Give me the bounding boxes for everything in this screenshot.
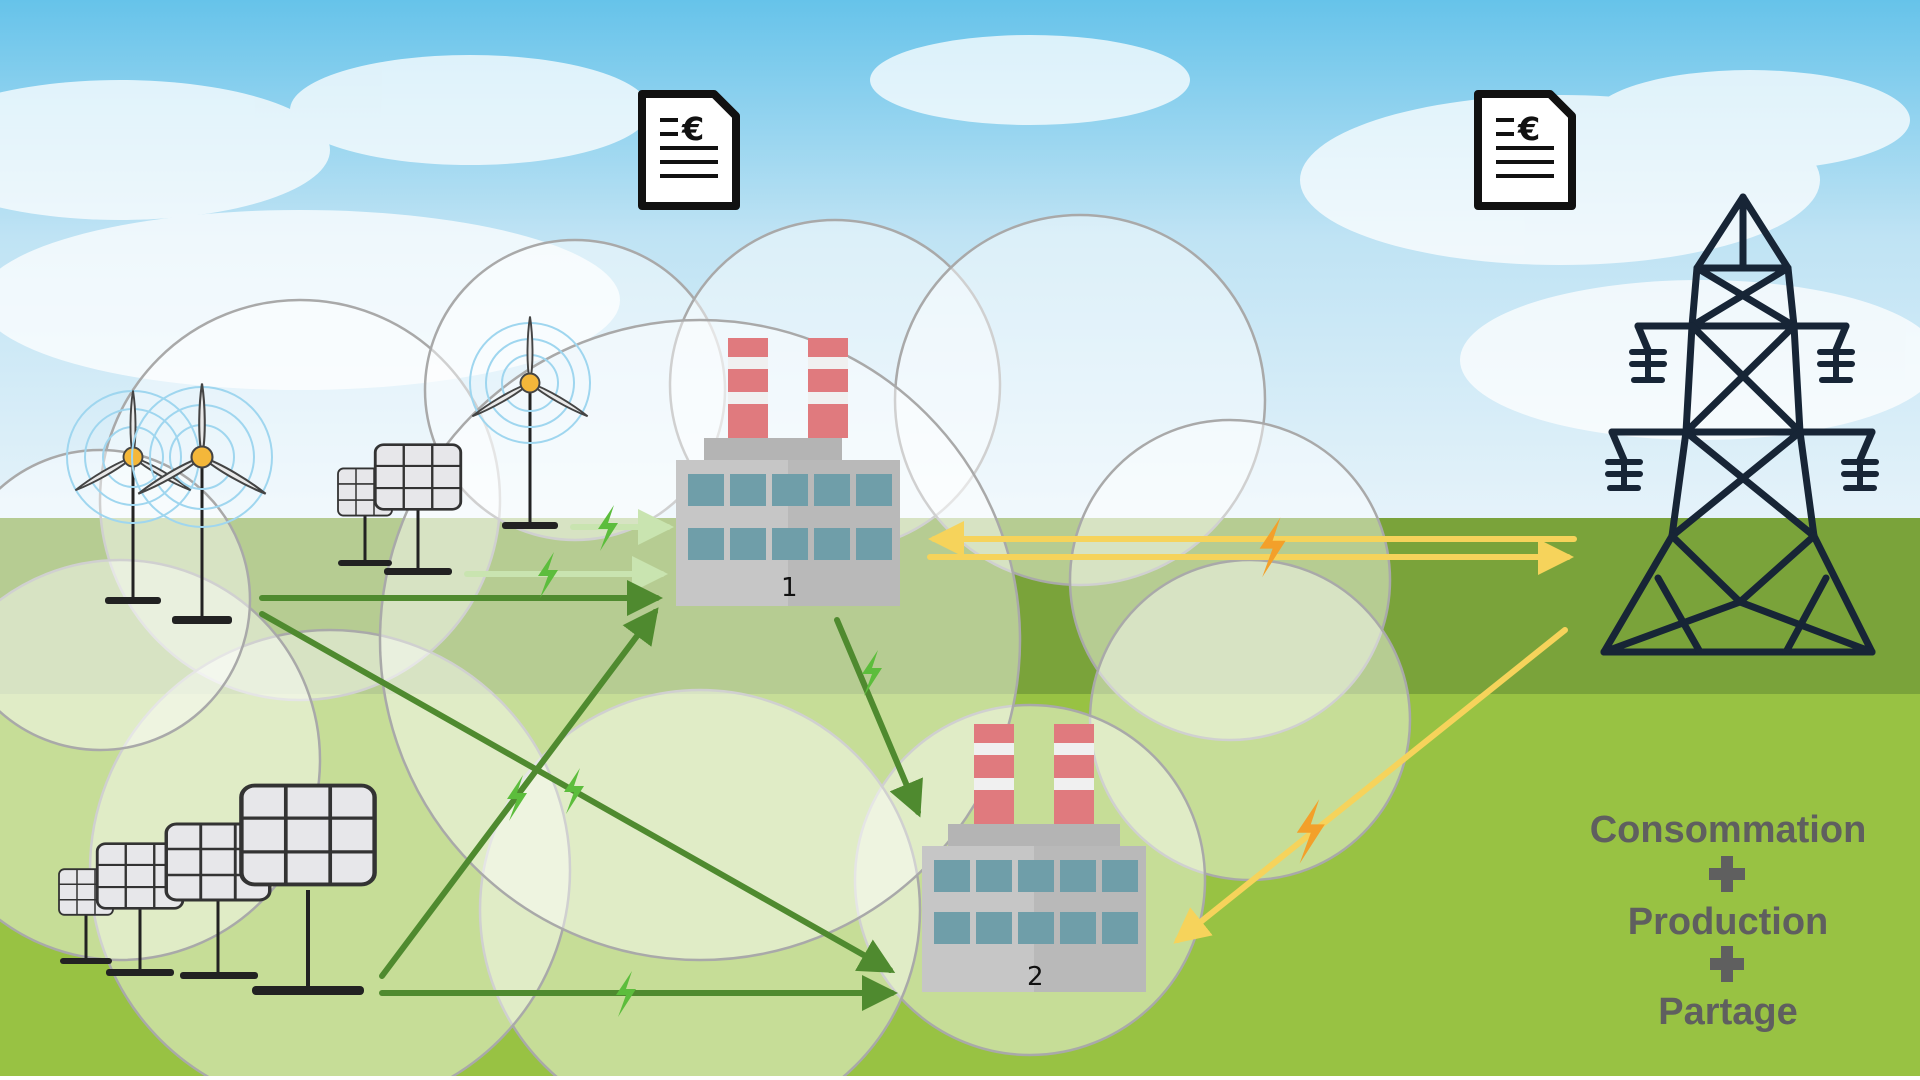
euro-symbol: € — [681, 110, 704, 148]
solar-panel-icon — [337, 467, 393, 566]
solar-panel-icon — [241, 786, 374, 995]
plus-icon — [1709, 856, 1745, 892]
wind-turbine-icon — [469, 315, 591, 529]
bottom-border — [0, 1076, 1920, 1080]
factory-2: 2 — [922, 724, 1146, 992]
flow-arrow — [834, 617, 923, 818]
sky-clouds — [0, 35, 1920, 440]
solar-panel-icon — [373, 443, 463, 575]
legend-partage: Partage — [1658, 991, 1797, 1033]
wind-turbine-icon — [131, 382, 273, 624]
grid-arrow — [1173, 627, 1568, 944]
electricity-pylon-icon — [1600, 193, 1879, 656]
factory-label: 2 — [1027, 962, 1044, 992]
legend-consommation: Consommation — [1590, 809, 1867, 851]
invoice-icon-right: € — [1474, 90, 1576, 210]
solar-panel-icon — [95, 842, 185, 976]
solar-panel-icon — [164, 822, 272, 979]
euro-symbol: € — [1517, 110, 1540, 148]
energy-flow-arrows — [259, 509, 1577, 1011]
plus-icon — [1710, 946, 1744, 982]
factory-label: 1 — [781, 573, 798, 603]
legend: Consommation + Production Partage — [1590, 809, 1867, 1033]
invoice-icon-left: € — [638, 90, 740, 210]
legend-production: Production — [1628, 901, 1829, 943]
factory-1: 1 — [676, 338, 900, 606]
solar-panel-icon — [58, 868, 114, 964]
